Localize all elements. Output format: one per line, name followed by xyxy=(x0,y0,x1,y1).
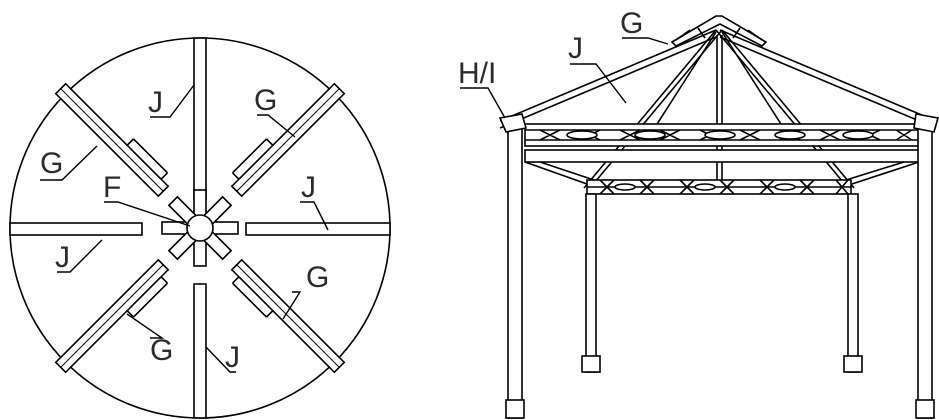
leg-back-right xyxy=(847,193,859,373)
label-g-top: G xyxy=(620,7,643,40)
side-view: G J H/I xyxy=(458,7,939,419)
lower-truss xyxy=(586,179,852,195)
roof-rafters xyxy=(499,29,937,189)
gazebo-legs xyxy=(505,123,935,419)
corner-caps xyxy=(498,113,939,133)
upper-truss xyxy=(524,123,920,147)
label-j-bottom: J xyxy=(225,341,240,374)
label-g-lower-left: G xyxy=(150,334,173,367)
g-bar-lower-right xyxy=(230,258,346,374)
label-g-upper-left: G xyxy=(40,147,63,180)
label-j-top: J xyxy=(148,86,163,119)
label-f-center: F xyxy=(103,171,121,204)
top-view-leaders xyxy=(40,84,329,373)
label-hi-corner: H/I xyxy=(458,57,496,90)
leg-back-left xyxy=(585,193,597,373)
g-bar-lower-left xyxy=(54,258,170,374)
roof-top-cap xyxy=(670,15,768,47)
top-view: J G G F J J G G J xyxy=(9,37,391,419)
j-bar-right xyxy=(245,222,391,236)
label-j-right: J xyxy=(301,171,316,204)
j-bar-left xyxy=(9,222,143,236)
side-view-leaders xyxy=(460,37,669,119)
label-g-lower-right: G xyxy=(306,261,329,294)
center-hub xyxy=(161,189,239,267)
g-bar-upper-right xyxy=(230,82,346,198)
j-bar-bottom xyxy=(193,283,207,419)
label-g-upper-right: G xyxy=(254,84,277,117)
g-bar-upper-left xyxy=(54,82,170,198)
label-j-left: J xyxy=(55,241,70,274)
j-bar-top xyxy=(193,37,207,201)
leg-front-left xyxy=(507,123,523,419)
leg-front-right xyxy=(917,123,933,419)
label-j-rafter: J xyxy=(568,32,583,65)
